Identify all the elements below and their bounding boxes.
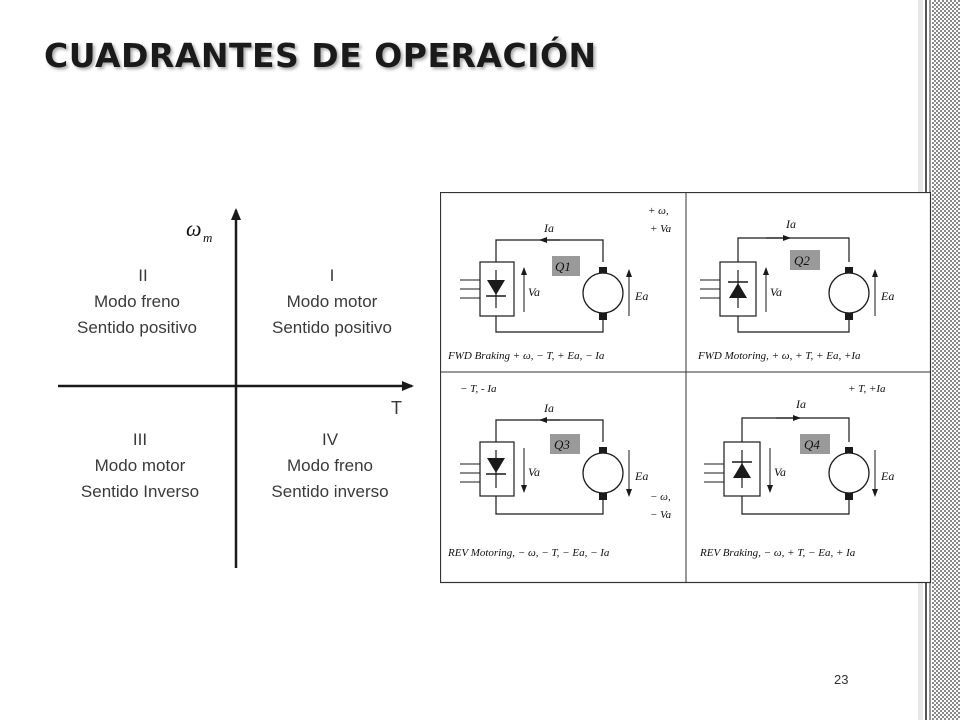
quadrant-1-roman: I [330, 266, 335, 285]
q2-caption: FWD Motoring, + ω, + T, + Ea, +Ia [697, 350, 861, 362]
q3-current-label: Ia [543, 401, 554, 415]
q1-current-label: Ia [543, 221, 554, 235]
q4-corner-torque: + T, +Ia [848, 383, 886, 395]
quadrant-1-direction: Sentido positivo [272, 318, 392, 337]
quadrant-4-roman: IV [322, 430, 339, 449]
page-title: CUADRANTES DE OPERACIÓN [44, 36, 597, 75]
q1-corner-speed: + ω, [648, 205, 669, 217]
quadrant-3-direction: Sentido Inverso [81, 482, 199, 501]
q3-corner-torque: − T, - Ia [460, 383, 497, 395]
q3-corner-voltage: − Va [650, 509, 672, 521]
q4-caption: REV Braking, − ω, + T, − Ea, + Ia [699, 547, 856, 559]
quadrant-2-mode: Modo freno [94, 292, 180, 311]
circuit-panels: Ia Va Q1 Ea + ω, + Va FWD Braking + ω, −… [440, 192, 932, 584]
q2-tag: Q2 [794, 253, 810, 268]
y-axis-subscript: m [203, 230, 212, 245]
quadrant-2-direction: Sentido positivo [77, 318, 197, 337]
q3-voltage-label: Va [528, 465, 540, 479]
quadrant-3-mode: Modo motor [95, 456, 186, 475]
panel-q1: Ia Va Q1 Ea + ω, + Va FWD Braking + ω, −… [447, 205, 672, 362]
q1-emf-label: Ea [634, 289, 648, 303]
q4-tag: Q4 [804, 437, 820, 452]
panel-q3: Ia Va Q3 Ea − T, - Ia − ω, − Va REV Moto… [447, 383, 672, 559]
q3-caption: REV Motoring, − ω, − T, − Ea, − Ia [447, 547, 610, 559]
q1-voltage-label: Va [528, 285, 540, 299]
q2-voltage-label: Va [770, 285, 782, 299]
panel-q4: Ia Va Q4 Ea + T, +Ia REV Braking, − ω, +… [699, 383, 894, 559]
q3-corner-speed: − ω, [650, 491, 671, 503]
quadrant-diagram: ω m T II Modo freno Sentido positivo I M… [58, 208, 414, 568]
q1-corner-voltage: + Va [650, 223, 672, 235]
quadrant-4-mode: Modo freno [287, 456, 373, 475]
q1-caption: FWD Braking + ω, − T, + Ea, − Ia [447, 350, 605, 362]
q3-tag: Q3 [554, 437, 570, 452]
q4-current-label: Ia [795, 397, 806, 411]
quadrant-2-roman: II [138, 266, 147, 285]
q2-current-label: Ia [785, 217, 796, 231]
q4-emf-label: Ea [880, 469, 894, 483]
quadrant-1-mode: Modo motor [287, 292, 378, 311]
q4-voltage-label: Va [774, 465, 786, 479]
q1-tag: Q1 [555, 259, 571, 274]
panel-q2: Ia Va Q2 Ea FWD Motoring, + ω, + T, + Ea… [697, 217, 894, 362]
q2-emf-label: Ea [880, 289, 894, 303]
quadrant-3-roman: III [133, 430, 147, 449]
x-axis-label: T [391, 398, 402, 418]
quadrant-4-direction: Sentido inverso [271, 482, 388, 501]
y-axis-label: ω [186, 216, 202, 241]
q3-emf-label: Ea [634, 469, 648, 483]
page-number: 23 [834, 672, 849, 687]
